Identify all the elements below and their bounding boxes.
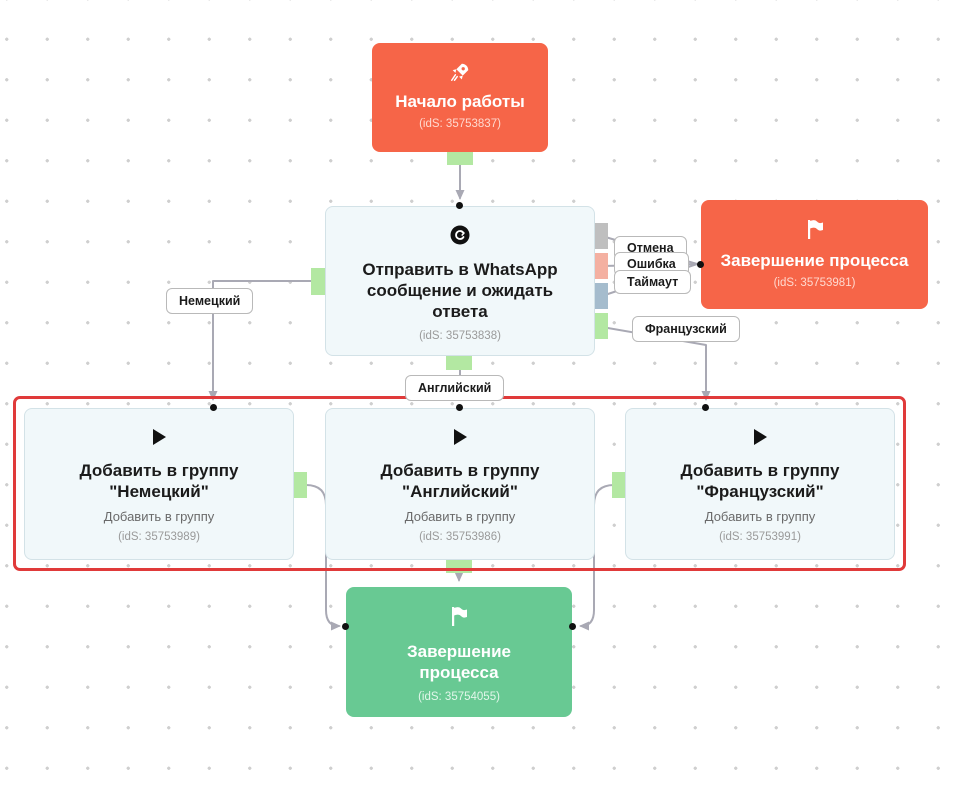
connector-dot[interactable] (210, 404, 217, 411)
end-success-node[interactable]: Завершение процесса (idS: 35754055) (346, 587, 572, 717)
group-german-node[interactable]: Добавить в группу "Немецкий" Добавить в … (24, 408, 294, 560)
play-icon (454, 429, 467, 445)
group-french-title: Добавить в группу "Французский" (680, 461, 840, 501)
connector-dot[interactable] (456, 404, 463, 411)
connector-dot[interactable] (702, 404, 709, 411)
edge-label-german[interactable]: Немецкий (166, 288, 254, 314)
whatsapp-english-port[interactable] (446, 356, 472, 370)
group-french-output-port[interactable] (612, 472, 625, 498)
start-node-title: Начало работы (395, 92, 525, 111)
edge-label-english[interactable]: Английский (405, 375, 505, 401)
highlight-frame (13, 396, 906, 571)
whatsapp-node[interactable]: Отправить в WhatsApp сообщение и ожидать… (325, 206, 595, 356)
group-english-subtitle: Добавить в группу (404, 509, 516, 524)
start-node[interactable]: Начало работы (idS: 35753837) (372, 43, 548, 152)
end-error-node-title: Завершение процесса (720, 251, 909, 270)
rocket-icon (451, 63, 469, 81)
group-german-output-port[interactable] (294, 472, 307, 498)
group-german-title: Добавить в группу "Немецкий" (79, 461, 239, 501)
whatsapp-node-title: Отправить в WhatsApp сообщение и ожидать… (362, 260, 558, 321)
end-error-node-ids: (idS: 35753981) (773, 277, 856, 289)
flag-icon (452, 607, 467, 626)
end-success-node-title: Завершение процесса (407, 642, 511, 682)
end-error-node[interactable]: Завершение процесса (idS: 35753981) (701, 200, 928, 309)
connector-dot[interactable] (697, 261, 704, 268)
edge-label-timeout[interactable]: Таймаут (614, 270, 692, 294)
whatsapp-german-port[interactable] (311, 268, 325, 295)
connector-dot[interactable] (342, 623, 349, 630)
group-french-node[interactable]: Добавить в группу "Французский" Добавить… (625, 408, 895, 560)
group-english-title: Добавить в группу "Английский" (380, 461, 540, 501)
flag-icon (807, 220, 823, 239)
group-french-subtitle: Добавить в группу (704, 509, 816, 524)
whatsapp-timeout-port[interactable] (595, 283, 608, 309)
group-german-ids: (idS: 35753989) (118, 531, 200, 543)
start-node-ids: (idS: 35753837) (419, 118, 501, 130)
whatsapp-cancel-port[interactable] (595, 223, 608, 249)
group-english-ids: (idS: 35753986) (419, 531, 501, 543)
connector-dot[interactable] (569, 623, 576, 630)
end-success-node-ids: (idS: 35754055) (418, 691, 500, 703)
connector-dot[interactable] (456, 202, 463, 209)
play-icon (754, 429, 767, 445)
whatsapp-french-port[interactable] (595, 313, 608, 339)
play-icon (153, 429, 166, 445)
edge-label-french[interactable]: Французский (632, 316, 740, 342)
group-french-ids: (idS: 35753991) (719, 531, 801, 543)
whatsapp-icon (450, 225, 470, 245)
whatsapp-node-ids: (idS: 35753838) (419, 330, 501, 342)
start-output-port[interactable] (447, 152, 473, 165)
whatsapp-error-port[interactable] (595, 253, 608, 279)
group-german-subtitle: Добавить в группу (103, 509, 215, 524)
group-english-node[interactable]: Добавить в группу "Английский" Добавить … (325, 408, 595, 560)
